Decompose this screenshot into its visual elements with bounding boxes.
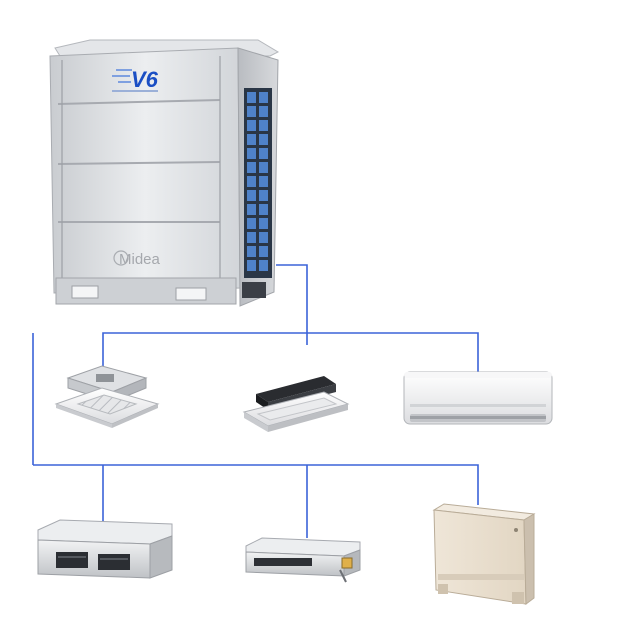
- ducted-large-icon: [37, 519, 173, 579]
- refrigerant-piping: [32, 264, 479, 538]
- base-frame: [55, 277, 266, 305]
- cassette-1way-icon: [242, 376, 350, 432]
- wall-mounted-icon: [403, 371, 553, 425]
- pipe-upper-branch: [102, 332, 479, 372]
- ducted-slim-icon: [245, 537, 361, 583]
- v6-logo-badge: V6: [112, 67, 159, 92]
- cassette-4way-icon: [54, 365, 160, 428]
- coil-vents: [244, 88, 272, 278]
- midea-brand-logo: Midea: [113, 250, 161, 268]
- outdoor-unit-icon: V6 Midea: [49, 39, 280, 307]
- brand-name: Midea: [119, 251, 161, 268]
- pipe-main-riser: [276, 264, 308, 345]
- pipe-lower-branch: [33, 464, 479, 505]
- floor-standing-icon: [432, 503, 536, 605]
- v6-logo-text: V6: [131, 67, 159, 92]
